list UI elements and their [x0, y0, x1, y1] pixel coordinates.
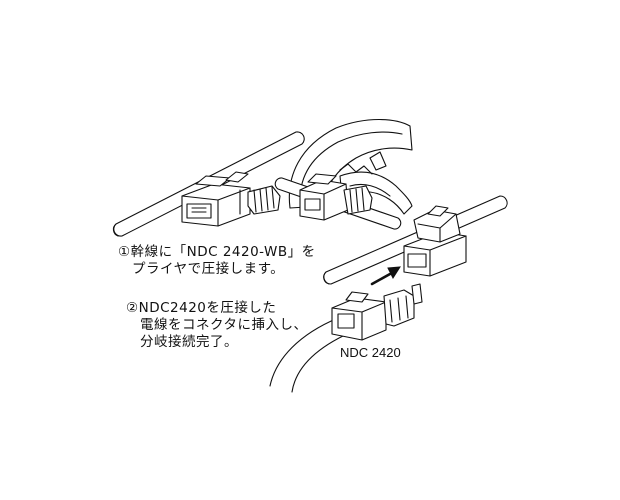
insertion-arrow	[370, 266, 401, 286]
instruction-step-2: ②NDC2420を圧接した 電線をコネクタに挿入し、 分岐接続完了。	[126, 300, 307, 351]
receiving-connector	[403, 205, 467, 277]
instruction-step-1: ①幹線に「NDC 2420-WB」を プライヤで圧接します。	[118, 244, 316, 278]
step-2-line-1: ②NDC2420を圧接した	[126, 300, 277, 316]
wb-connector-body	[181, 171, 251, 227]
part-label: NDC 2420	[340, 345, 401, 360]
wb-connector-ribs	[247, 185, 281, 215]
step-2-line-2: 電線をコネクタに挿入し、	[140, 317, 308, 333]
step-1-line-1: ①幹線に「NDC 2420-WB」を	[118, 244, 316, 260]
step-2-line-3: 分岐接続完了。	[140, 334, 238, 350]
ndc2420-plug	[331, 283, 423, 341]
wb-connector-in-pliers	[299, 173, 373, 221]
figure-branch-insertion	[269, 195, 508, 393]
step-1-line-2: プライヤで圧接します。	[132, 261, 285, 277]
trunk-wire	[323, 195, 508, 285]
figure-pliers-crimping	[274, 119, 413, 230]
figure-connector-on-trunk-wire	[112, 131, 305, 237]
